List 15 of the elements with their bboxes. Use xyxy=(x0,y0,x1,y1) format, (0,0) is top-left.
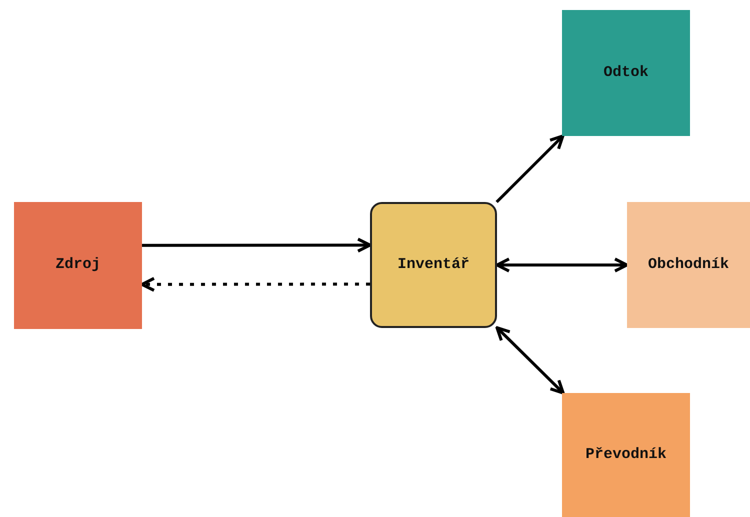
inventory-box xyxy=(370,202,497,328)
arrow xyxy=(496,326,565,394)
arrow xyxy=(140,276,370,292)
converter-box xyxy=(562,393,690,517)
node-label: Odtok xyxy=(603,62,648,83)
sink-box xyxy=(562,10,690,136)
arrow xyxy=(496,258,628,272)
node-label: Převodník xyxy=(585,444,666,465)
arrow xyxy=(142,238,372,253)
arrow xyxy=(496,134,564,204)
source-box xyxy=(14,202,142,329)
node-label: Obchodník xyxy=(648,254,729,275)
trader-box xyxy=(627,202,750,328)
node-label: Zdroj xyxy=(55,255,100,276)
node-label: Inventář xyxy=(397,254,470,275)
